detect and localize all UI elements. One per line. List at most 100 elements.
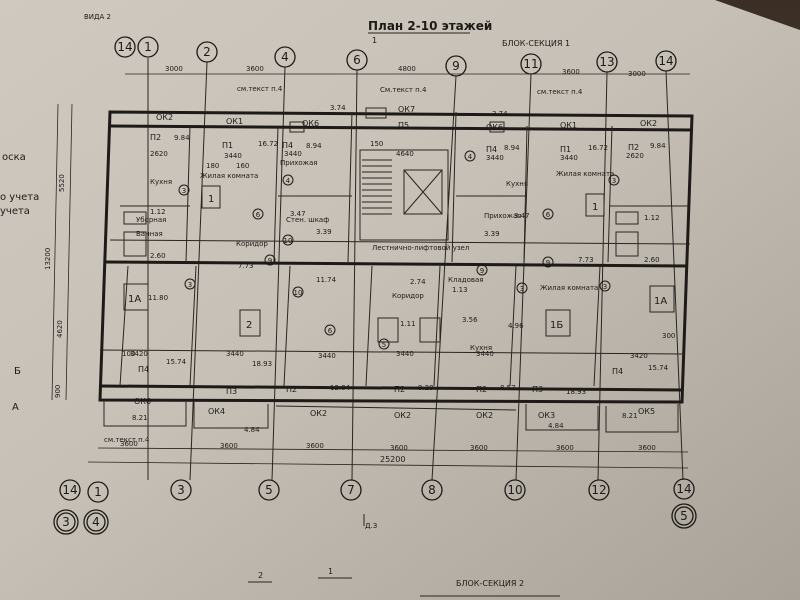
svg-text:Коридор: Коридор — [236, 240, 268, 248]
window-mark: ОК2 — [310, 409, 327, 418]
svg-text:1: 1 — [94, 485, 102, 499]
svg-text:6: 6 — [546, 211, 551, 219]
window-mark: ОК2 — [476, 411, 493, 420]
section-label-bottom: БЛОК-СЕКЦИЯ 2 — [456, 579, 524, 588]
svg-text:18.93: 18.93 — [252, 360, 272, 368]
svg-text:9.84: 9.84 — [174, 134, 190, 142]
svg-text:3: 3 — [188, 281, 192, 289]
svg-text:1.12: 1.12 — [644, 214, 660, 222]
svg-text:7.73: 7.73 — [238, 262, 254, 270]
svg-text:Жилая комната: Жилая комната — [556, 170, 614, 178]
svg-text:П3: П3 — [532, 385, 543, 394]
dim-line-overall — [87, 461, 689, 469]
ref-text-top-center: См.текст п.4 — [380, 86, 427, 94]
svg-text:8.21: 8.21 — [622, 412, 638, 420]
svg-text:Коридор: Коридор — [392, 292, 424, 300]
svg-text:3: 3 — [520, 285, 524, 293]
svg-text:Ванная: Ванная — [136, 230, 163, 238]
ref-text-top-right: см.текст п.4 — [537, 88, 583, 96]
axis-bubble-bottom: 1 — [87, 481, 109, 503]
svg-text:4: 4 — [92, 515, 100, 529]
svg-text:5: 5 — [680, 509, 688, 523]
window-mark: ОК2 — [156, 113, 173, 122]
dim-line-bottom — [97, 447, 689, 453]
axis-bubble-extra: 4 — [83, 509, 109, 535]
dim-left: 4620 — [56, 320, 64, 338]
dim-top: 4800 — [398, 65, 416, 73]
dim-left: 13200 — [44, 248, 52, 270]
dim-line-left-2 — [65, 103, 73, 401]
svg-text:14: 14 — [676, 482, 691, 496]
svg-text:2.74: 2.74 — [410, 278, 426, 286]
svg-text:12: 12 — [591, 483, 606, 497]
svg-text:3.74: 3.74 — [492, 110, 508, 118]
svg-text:9.84: 9.84 — [650, 142, 666, 150]
svg-text:13: 13 — [599, 55, 614, 69]
svg-text:3.56: 3.56 — [462, 316, 478, 324]
margin-text-2: о учета — [0, 192, 39, 203]
axis-lines — [147, 58, 684, 481]
svg-text:9: 9 — [268, 257, 272, 265]
apartment-number: 1A — [128, 294, 141, 305]
svg-text:Кладовая: Кладовая — [448, 276, 483, 284]
svg-text:16.72: 16.72 — [258, 140, 278, 148]
svg-text:Стен. шкаф: Стен. шкаф — [286, 216, 329, 224]
svg-text:П2: П2 — [628, 143, 639, 152]
apartment-number: 2 — [246, 320, 252, 331]
axis-bubble-top: 14 — [114, 36, 136, 58]
svg-text:3.39: 3.39 — [484, 230, 500, 238]
axis-bubble-bottom: 14 — [673, 478, 695, 500]
dim-top: 3000 — [628, 70, 646, 78]
svg-text:3.74: 3.74 — [330, 104, 346, 112]
svg-text:1.11: 1.11 — [400, 320, 416, 328]
svg-text:4640: 4640 — [396, 150, 414, 158]
window-mark: ОК4 — [208, 407, 225, 416]
svg-text:8.94: 8.94 — [504, 144, 520, 152]
svg-text:3: 3 — [612, 177, 616, 185]
partitions — [99, 111, 691, 387]
svg-text:П4: П4 — [138, 365, 149, 374]
svg-text:4: 4 — [286, 177, 291, 185]
svg-text:9.29: 9.29 — [418, 384, 434, 392]
svg-text:3: 3 — [182, 187, 186, 195]
svg-text:6: 6 — [328, 327, 333, 335]
plan-title: План 2-10 этажей — [368, 19, 492, 33]
svg-text:3: 3 — [177, 483, 185, 497]
svg-text:150: 150 — [370, 140, 383, 148]
svg-text:3440: 3440 — [486, 154, 504, 162]
room-labels: П2 П1 П4 П5 П4 П1 П2 П4 П3 П2 П2 П2 П3 П… — [138, 121, 639, 396]
svg-text:3420: 3420 — [130, 350, 148, 358]
svg-text:П2: П2 — [476, 385, 487, 394]
inner-wall-bottom — [99, 384, 683, 392]
svg-text:2.60: 2.60 — [644, 256, 660, 264]
svg-text:8.57: 8.57 — [500, 384, 516, 392]
svg-text:3: 3 — [603, 283, 607, 291]
window-mark: ОК6 — [134, 397, 151, 406]
window-mark: ОК7 — [398, 105, 415, 114]
apartment-number: 1 — [592, 202, 598, 213]
svg-text:11.80: 11.80 — [148, 294, 168, 302]
svg-text:Уборная: Уборная — [136, 216, 166, 224]
window-mark: ОК3 — [538, 411, 555, 420]
svg-text:П5: П5 — [398, 121, 409, 130]
margin-text-1: оска — [2, 152, 26, 163]
apartment-number: 1A — [654, 296, 667, 307]
svg-text:П1: П1 — [560, 145, 571, 154]
svg-text:300: 300 — [662, 332, 675, 340]
svg-text:3420: 3420 — [630, 352, 648, 360]
svg-text:П2: П2 — [150, 133, 161, 142]
svg-text:18.93: 18.93 — [566, 388, 586, 396]
window-mark: ОК1 — [226, 117, 243, 126]
svg-text:5: 5 — [265, 483, 273, 497]
svg-text:12.04: 12.04 — [330, 384, 351, 392]
axis-bubble-bottom: 8 — [421, 479, 443, 501]
axis-bubble-bottom: 7 — [340, 479, 362, 501]
svg-text:4.84: 4.84 — [548, 422, 564, 430]
axis-bubbles-bottom: 14 1 3 5 7 8 10 12 14 3 4 5 — [53, 478, 697, 535]
svg-text:9: 9 — [452, 59, 460, 73]
dim-top: 3600 — [562, 68, 580, 76]
dim-bottom: 3600 — [470, 444, 488, 452]
corridor-wall — [105, 260, 689, 268]
